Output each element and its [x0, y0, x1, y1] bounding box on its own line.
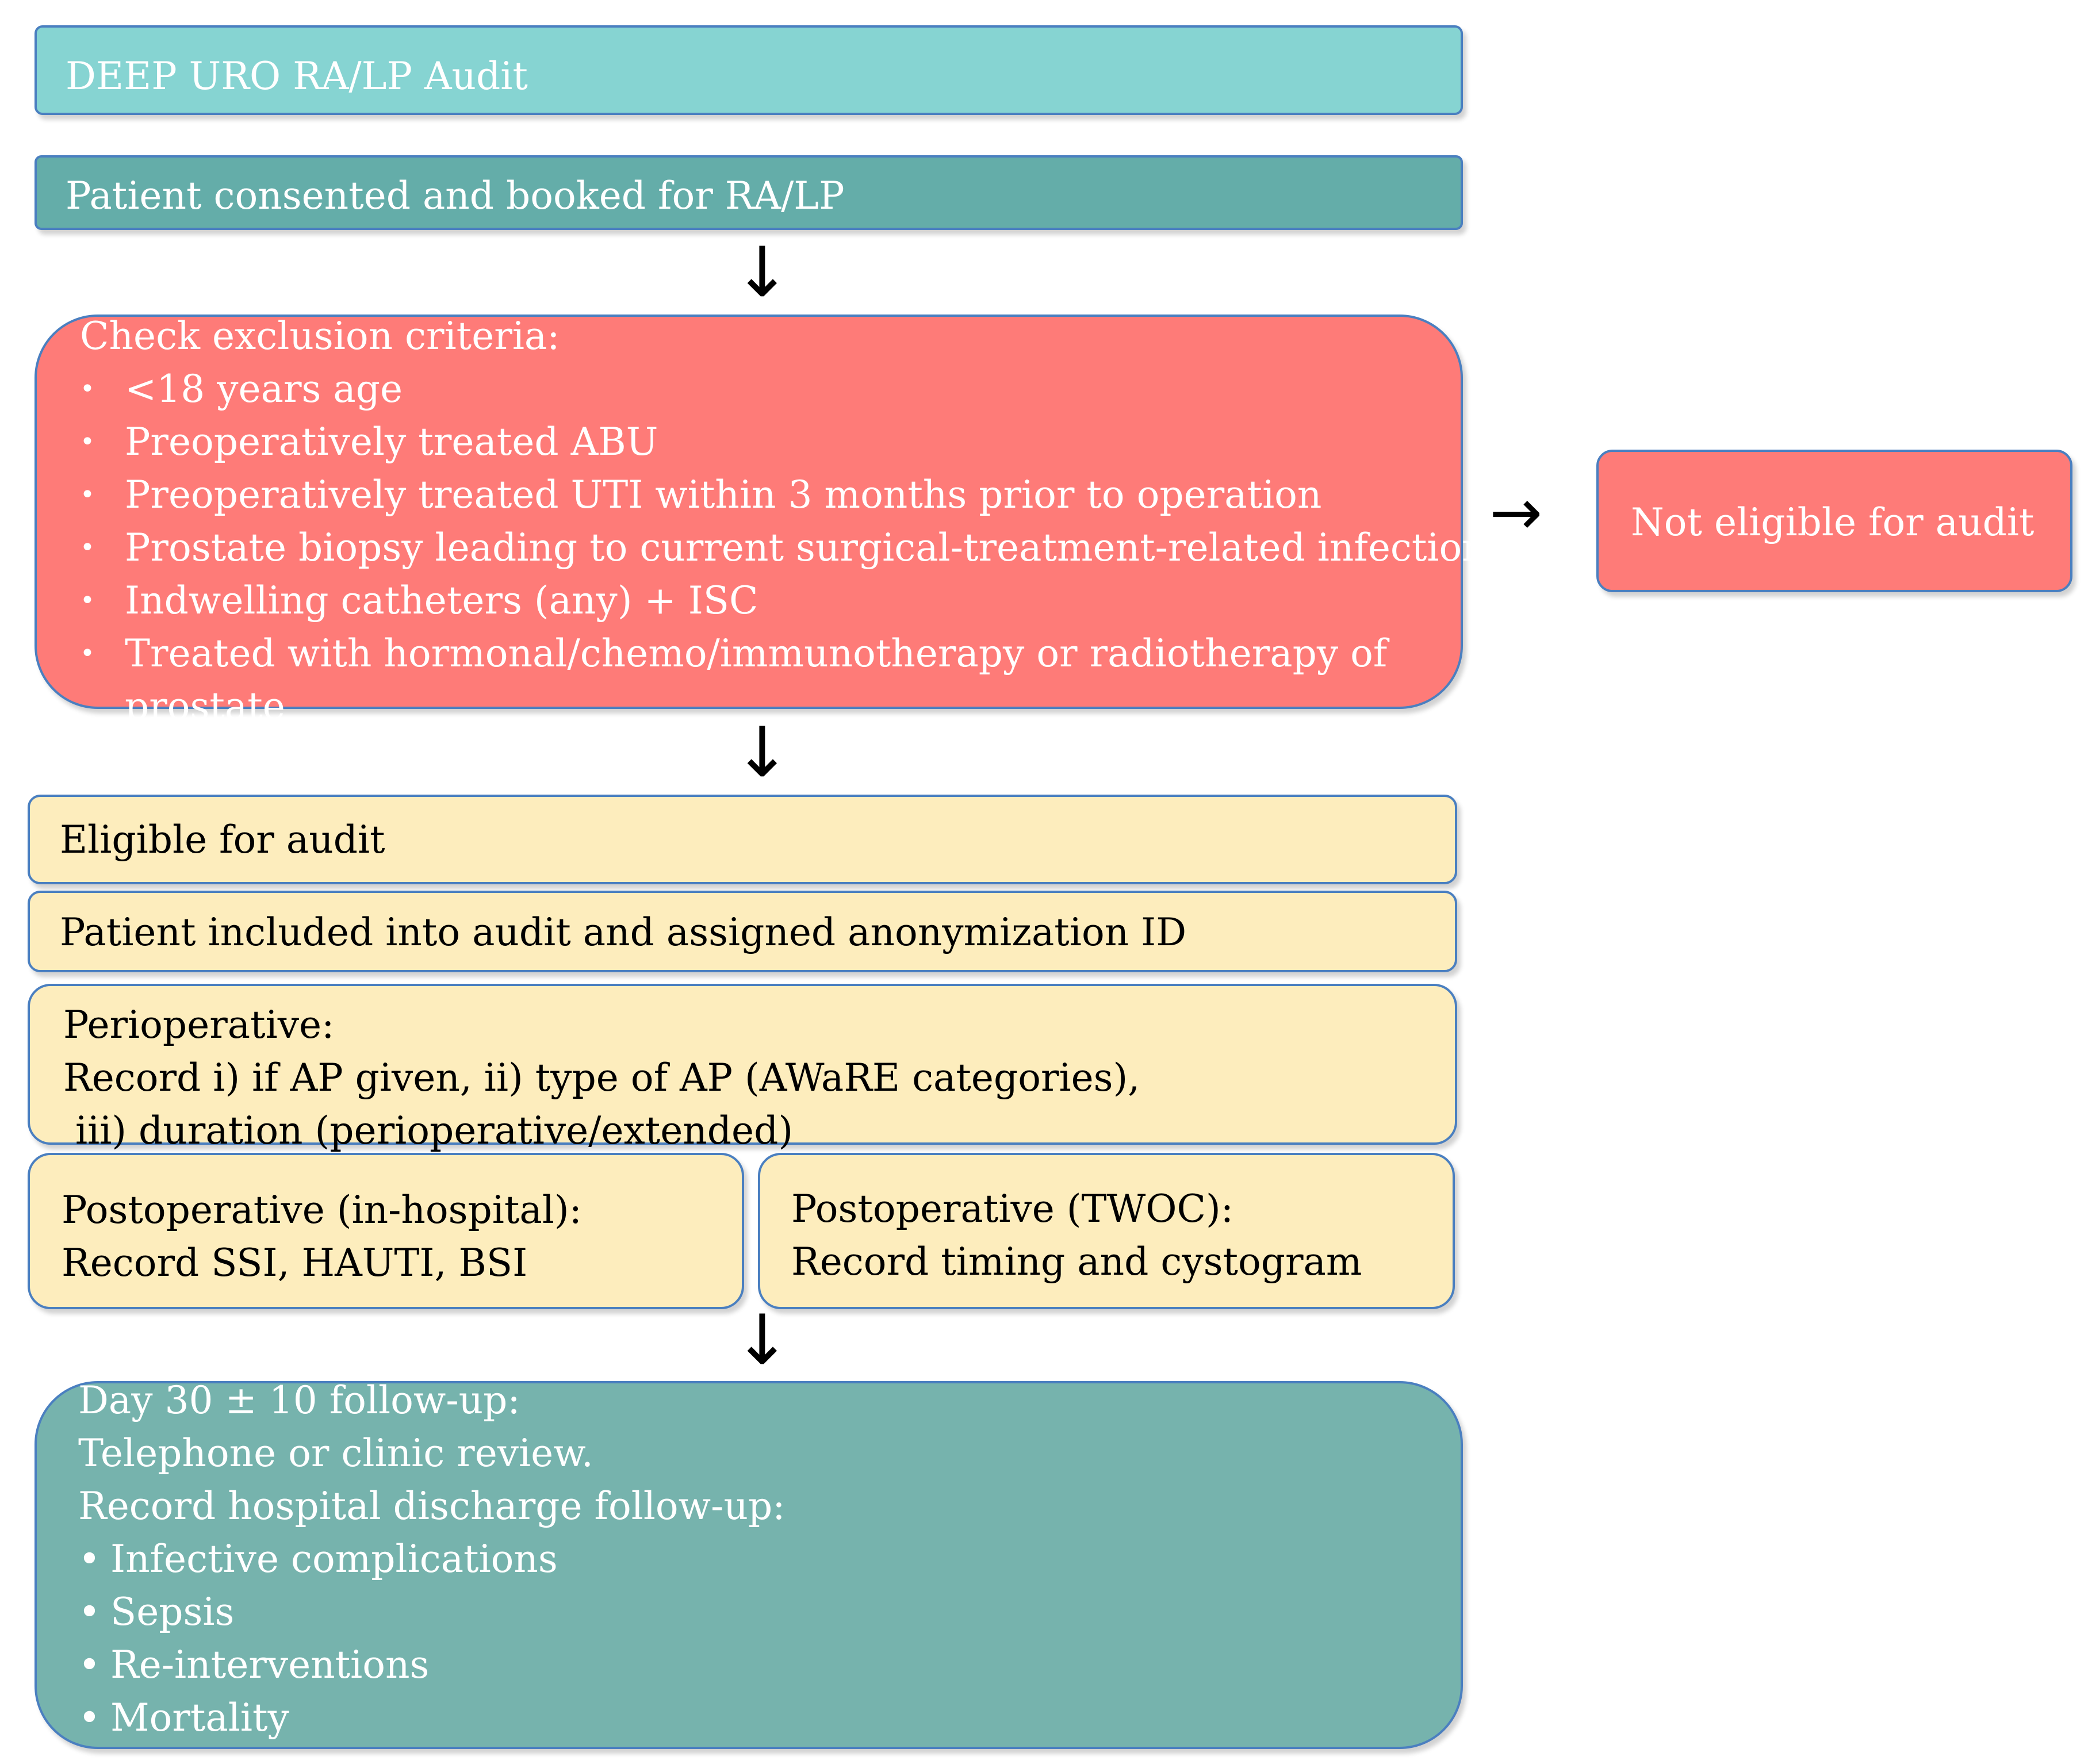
- booked-text: Patient consented and booked for RA/LP: [66, 174, 845, 218]
- down-arrow-3: ↓: [733, 1301, 791, 1380]
- followup-item: •Sepsis: [78, 1590, 235, 1634]
- title-box: DEEP URO RA/LP Audit: [35, 25, 1463, 115]
- followup-line: Telephone or clinic review.: [78, 1431, 593, 1475]
- eligible-box: Eligible for audit: [28, 795, 1457, 884]
- followup-list: •Infective complications •Sepsis •Re-int…: [78, 1533, 785, 1744]
- perioperative-line: Record i) if AP given, ii) type of AP (A…: [63, 1056, 1140, 1100]
- postop-twoc-line: Record timing and cystogram: [791, 1240, 1362, 1284]
- postop-hospital-box: Postoperative (in-hospital): Record SSI,…: [28, 1153, 744, 1309]
- exclusion-heading: Check exclusion criteria:: [80, 314, 560, 358]
- perioperative-heading: Perioperative:: [63, 1003, 335, 1047]
- exclusion-item: •Prostate biopsy leading to current surg…: [80, 526, 1506, 570]
- down-arrow-1: ↓: [733, 233, 791, 313]
- followup-line: Record hospital discharge follow-up:: [78, 1484, 786, 1528]
- postop-hospital-line: Record SSI, HAUTI, BSI: [62, 1241, 528, 1285]
- right-arrow: →: [1489, 475, 1543, 549]
- perioperative-box: Perioperative: Record i) if AP given, ii…: [28, 984, 1457, 1153]
- included-text: Patient included into audit and assigned…: [60, 910, 1187, 954]
- followup-item: •Mortality: [78, 1696, 289, 1740]
- followup-heading: Day 30 ± 10 follow-up:: [78, 1378, 520, 1422]
- title-text: DEEP URO RA/LP Audit: [66, 54, 528, 98]
- followup-box: Day 30 ± 10 follow-up: Telephone or clin…: [35, 1378, 1463, 1749]
- exclusion-list: •<18 years age •Preoperatively treated A…: [80, 363, 1506, 733]
- followup-item: •Infective complications: [78, 1537, 558, 1581]
- eligible-text: Eligible for audit: [60, 818, 385, 862]
- exclusion-item: •Indwelling catheters (any) + ISC: [80, 578, 758, 623]
- postop-twoc-heading: Postoperative (TWOC):: [791, 1187, 1233, 1231]
- exclusion-item: •Preoperatively treated UTI within 3 mon…: [80, 473, 1322, 517]
- included-box: Patient included into audit and assigned…: [28, 891, 1457, 972]
- exclusion-item: •Treated with hormonal/chemo/immunothera…: [80, 631, 1388, 728]
- down-arrow-2: ↓: [733, 713, 791, 793]
- postop-hospital-heading: Postoperative (in-hospital):: [62, 1188, 582, 1232]
- exclusion-criteria-box: Check exclusion criteria: •<18 years age…: [35, 314, 1506, 728]
- followup-item: •Re-interventions: [78, 1643, 430, 1687]
- exclusion-item: •<18 years age: [80, 367, 403, 411]
- booked-box: Patient consented and booked for RA/LP: [35, 155, 1463, 230]
- exclusion-item: •Preoperatively treated ABU: [80, 420, 658, 464]
- postop-twoc-box: Postoperative (TWOC): Record timing and …: [758, 1153, 1455, 1309]
- not-eligible-text: Not eligible for audit: [1631, 500, 2035, 544]
- perioperative-line: iii) duration (perioperative/extended): [63, 1109, 794, 1153]
- not-eligible-box: Not eligible for audit: [1596, 450, 2072, 592]
